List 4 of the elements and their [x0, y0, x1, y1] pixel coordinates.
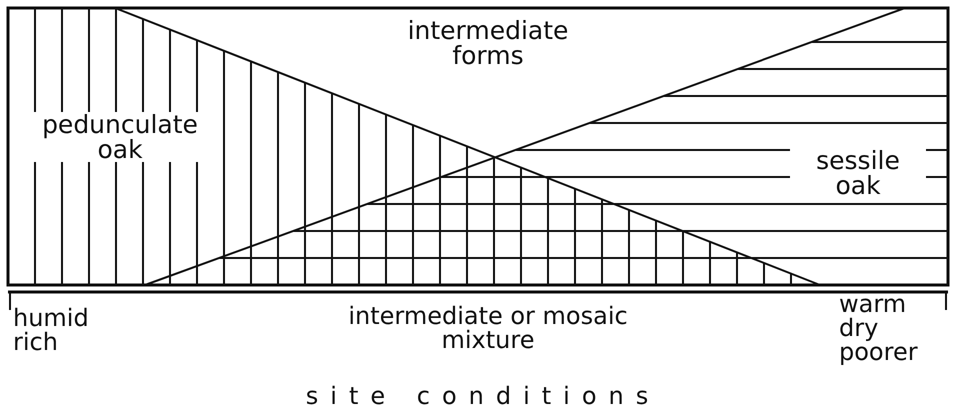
axis-title: site conditions [304, 384, 662, 408]
axis-label: humid rich [12, 306, 90, 354]
axis-label: intermediate or mosaic mixture [347, 304, 629, 352]
axis-label: warm dry poorer [838, 292, 919, 364]
